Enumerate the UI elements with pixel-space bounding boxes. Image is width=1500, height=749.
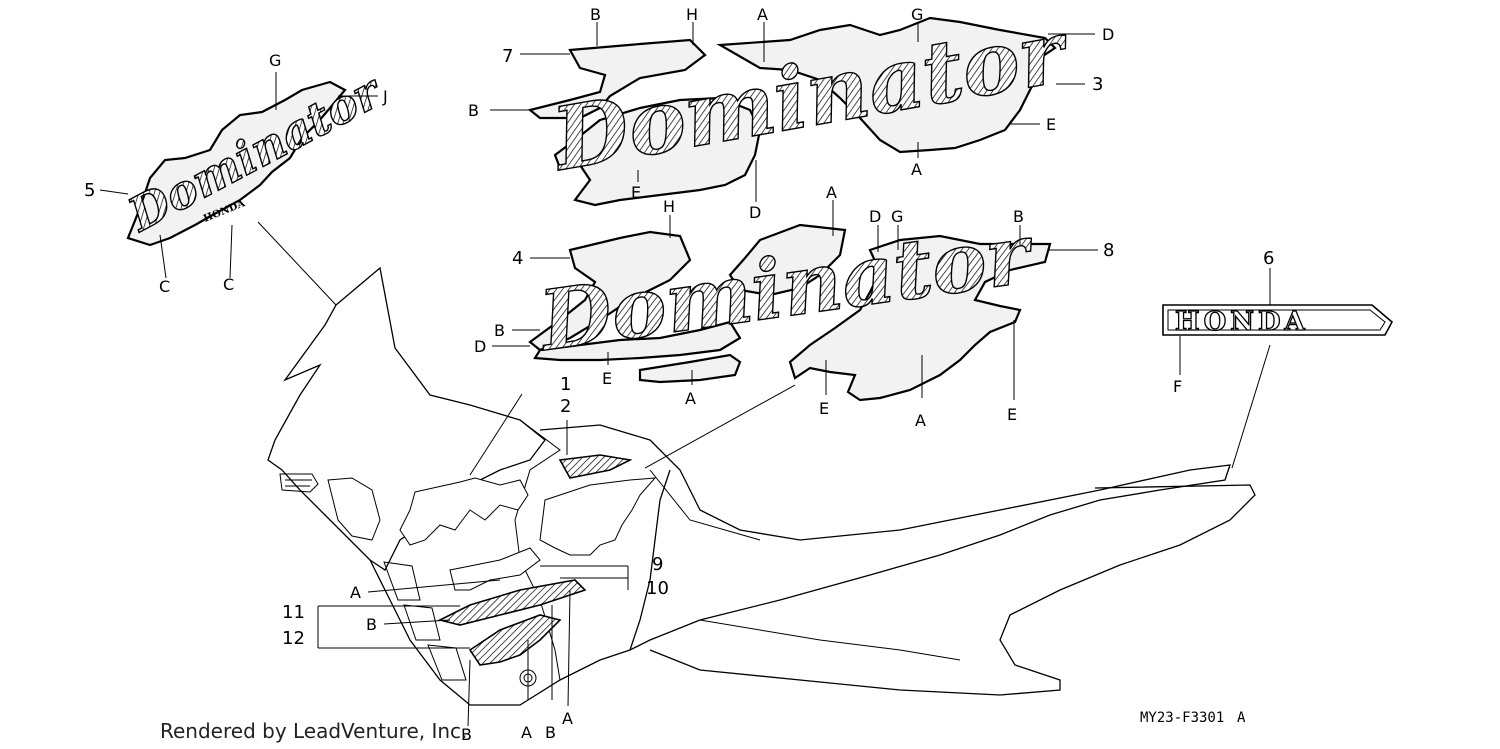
callout-letter-j: J <box>382 87 388 106</box>
emblem-6-honda-text: HONDA <box>1175 307 1309 337</box>
motorcycle-body-outline <box>267 266 1256 706</box>
emblem-5-badge: Dominator HONDA <box>117 62 393 247</box>
callout-letter-b: B <box>545 723 556 742</box>
callout-9: 9 <box>652 554 663 575</box>
callout-8: 8 <box>1103 240 1114 261</box>
letter-callouts: G J C C B H A G D B E E D A H A D G B B … <box>159 5 1182 744</box>
part-number-callouts: 1 2 3 4 5 6 7 8 9 10 11 12 <box>84 46 1274 649</box>
decal-upper-script: Dominator <box>527 0 1078 207</box>
callout-1: 1 <box>560 374 571 395</box>
callout-letter-a: A <box>915 411 926 430</box>
callout-6: 6 <box>1263 248 1274 269</box>
callout-letter-h: H <box>686 5 698 24</box>
callout-11: 11 <box>282 602 305 623</box>
callout-letter-f: F <box>1173 377 1182 396</box>
callout-letter-c: C <box>159 277 170 296</box>
callout-letter-b: B <box>1013 207 1024 226</box>
callout-letter-g: G <box>269 51 281 70</box>
callout-letter-a: A <box>350 583 361 602</box>
diagram-revision: A <box>1237 710 1246 726</box>
callout-letter-e: E <box>1046 115 1056 134</box>
callout-letter-c: C <box>223 275 234 294</box>
callout-letter-e: E <box>1007 405 1017 424</box>
callout-2: 2 <box>560 396 571 417</box>
callout-letter-a: A <box>911 160 922 179</box>
callout-letter-b: B <box>366 615 377 634</box>
callout-letter-b: B <box>461 725 472 744</box>
emblem-6-honda-plate: HONDA <box>1162 304 1394 338</box>
callout-letter-a: A <box>685 389 696 408</box>
leader-lines <box>99 22 1271 727</box>
callout-3: 3 <box>1092 74 1103 95</box>
callout-letter-h: H <box>663 197 675 216</box>
leader-emblem-5 <box>257 221 337 306</box>
callout-7: 7 <box>502 46 513 67</box>
diagram-code: MY23-F3301 <box>1140 710 1224 726</box>
callout-letter-a: A <box>521 723 532 742</box>
callout-letter-a: A <box>826 183 837 202</box>
callout-letter-e: E <box>602 369 612 388</box>
callout-12: 12 <box>282 628 305 649</box>
callout-letter-a: A <box>757 5 768 24</box>
callout-letter-d: D <box>1102 25 1114 44</box>
emblem-5-script: Dominator <box>118 63 392 243</box>
callout-letter-a: A <box>562 709 573 728</box>
callout-letter-e: E <box>631 183 641 202</box>
credit-text: Rendered by LeadVenture, Inc. <box>160 719 467 743</box>
callout-letter-g: G <box>891 207 903 226</box>
callout-letter-d: D <box>474 337 486 356</box>
callout-5: 5 <box>84 180 95 201</box>
callout-letter-d: D <box>749 203 761 222</box>
callout-letter-b: B <box>494 321 505 340</box>
callout-4: 4 <box>512 248 523 269</box>
callout-10: 10 <box>646 578 669 599</box>
callout-letter-b: B <box>590 5 601 24</box>
callout-letter-g: G <box>911 5 923 24</box>
callout-letter-e: E <box>819 399 829 418</box>
body-decal-silhouettes <box>399 454 657 666</box>
decal-upper-script-text: Dominator <box>543 1 1078 192</box>
callout-letter-b: B <box>468 101 479 120</box>
callout-letter-d: D <box>869 207 881 226</box>
